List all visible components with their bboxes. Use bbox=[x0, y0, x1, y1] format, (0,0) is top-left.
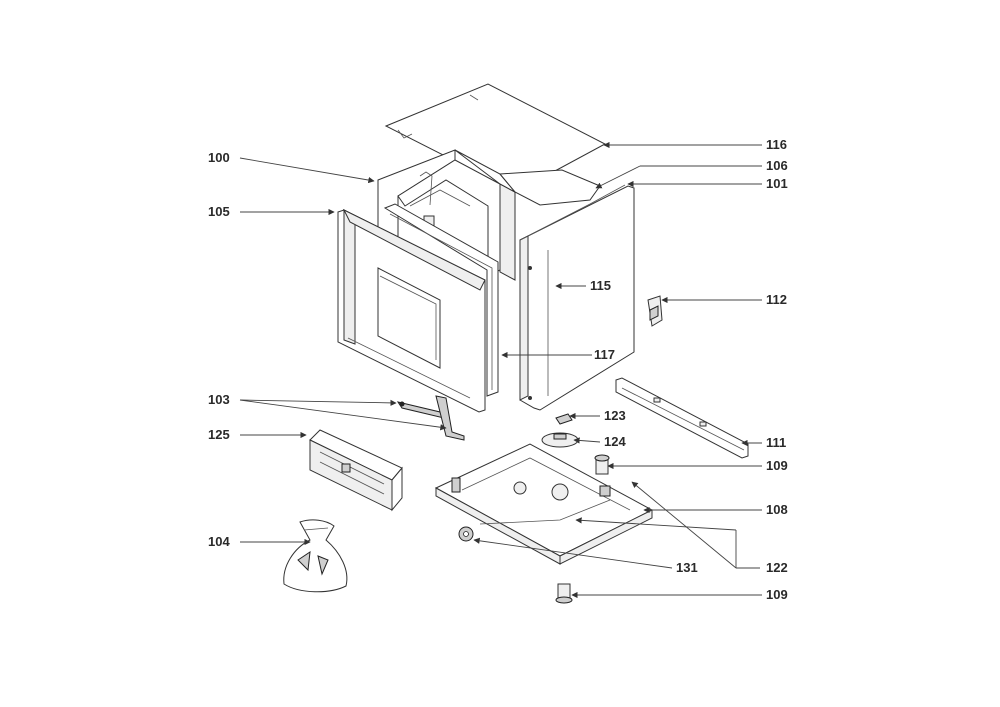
parts-bag bbox=[283, 519, 348, 593]
small-clip bbox=[555, 413, 573, 425]
callout-122: 122 bbox=[766, 560, 788, 575]
callout-109-lower: 109 bbox=[766, 587, 788, 602]
callout-106: 106 bbox=[766, 158, 788, 173]
callout-101: 101 bbox=[766, 176, 788, 191]
callout-104: 104 bbox=[208, 534, 230, 549]
kick-rail bbox=[615, 377, 749, 459]
base-pan bbox=[434, 443, 654, 565]
callout-125: 125 bbox=[208, 427, 230, 442]
callout-131: 131 bbox=[676, 560, 698, 575]
callout-117: 117 bbox=[594, 347, 615, 362]
hinge-brackets bbox=[396, 395, 465, 441]
round-cap bbox=[541, 432, 579, 448]
callout-115: 115 bbox=[590, 278, 611, 293]
callout-108: 108 bbox=[766, 502, 788, 517]
callout-112: 112 bbox=[766, 292, 787, 307]
door-frame bbox=[383, 203, 499, 397]
side-panel bbox=[519, 184, 635, 411]
detergent-dispenser bbox=[309, 429, 403, 512]
small-bracket bbox=[647, 295, 663, 327]
callout-100: 100 bbox=[208, 150, 230, 165]
adjust-knob bbox=[458, 526, 474, 542]
callout-111: 111 bbox=[766, 435, 786, 450]
callout-103: 103 bbox=[208, 392, 230, 407]
callout-105: 105 bbox=[208, 204, 230, 219]
adjustable-foot-lower bbox=[555, 583, 573, 604]
callout-109-upper: 109 bbox=[766, 458, 788, 473]
callout-116: 116 bbox=[766, 137, 787, 152]
callout-124: 124 bbox=[604, 434, 626, 449]
callout-123: 123 bbox=[604, 408, 626, 423]
leader-lines bbox=[239, 141, 762, 599]
inner-door-panel bbox=[337, 208, 486, 413]
callout-labels: 100 105 103 125 104 116 106 101 115 112 … bbox=[208, 137, 788, 602]
adjustable-foot-upper bbox=[594, 454, 610, 475]
